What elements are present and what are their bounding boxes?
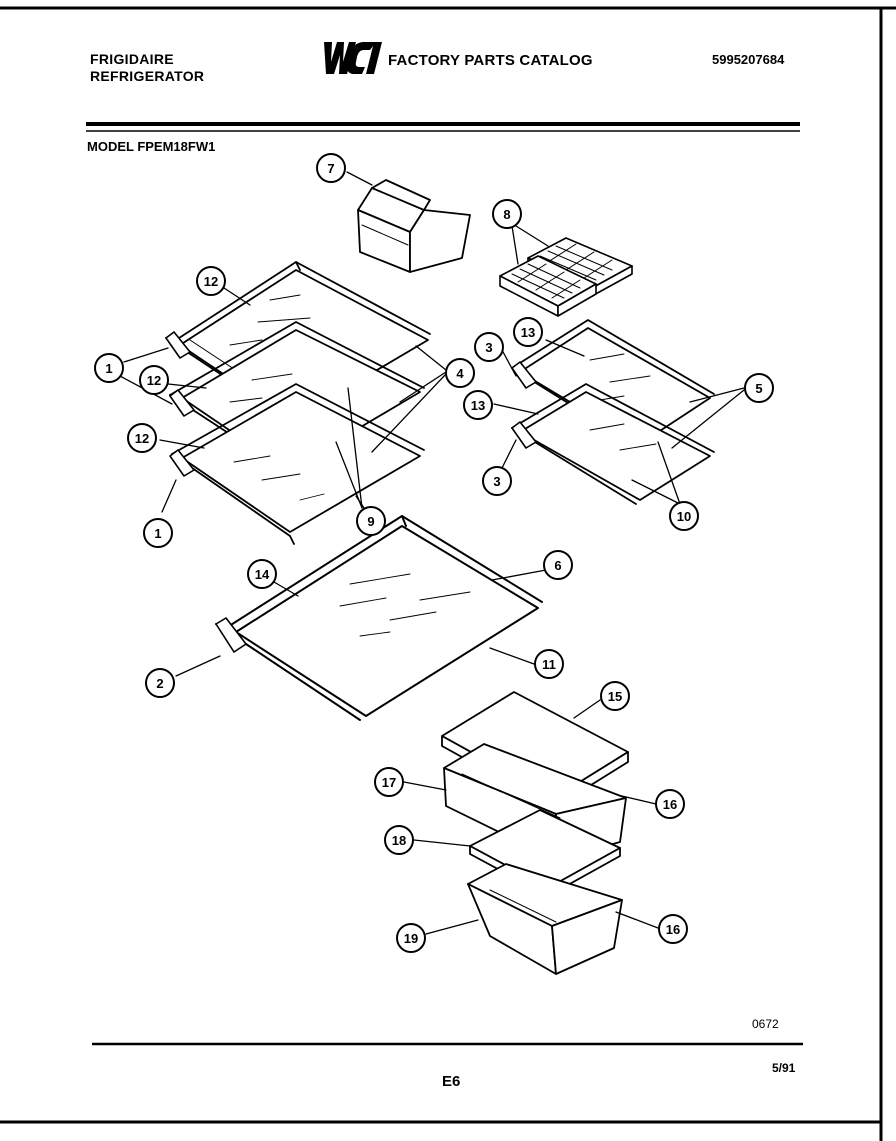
callout-label: 13	[471, 398, 485, 413]
page-number: E6	[442, 1073, 461, 1090]
wci-logo	[324, 42, 382, 74]
callout-label: 14	[255, 567, 270, 582]
callout-label: 5	[755, 381, 762, 396]
lower-drawer	[467, 863, 623, 975]
callout-label: 18	[392, 833, 406, 848]
model-number: MODEL FPEM18FW1	[87, 139, 216, 154]
callout-label: 12	[147, 373, 161, 388]
callout-label: 4	[456, 366, 464, 381]
callout-label: 11	[542, 657, 556, 672]
utility-bin	[357, 179, 471, 273]
product-type: REFRIGERATOR	[90, 68, 205, 84]
callout-label: 13	[521, 325, 535, 340]
callout-label: 12	[135, 431, 149, 446]
shelf-bracket-right	[511, 361, 537, 449]
callout-label: 15	[608, 689, 622, 704]
catalog-title: FACTORY PARTS CATALOG	[388, 52, 593, 69]
brand-name: FRIGIDAIRE	[90, 51, 174, 67]
callout-label: 17	[382, 775, 396, 790]
drawing-number: 0672	[752, 1017, 779, 1031]
header-rule	[86, 122, 800, 132]
callout-label: 9	[367, 514, 374, 529]
callout-label: 1	[105, 361, 112, 376]
large-glass-shelf	[215, 515, 543, 721]
shelf-bracket	[165, 331, 195, 477]
callout-label: 19	[404, 931, 418, 946]
left-shelf-bottom	[171, 383, 425, 545]
ice-tray-lower	[499, 255, 597, 317]
callout-label: 1	[154, 526, 161, 541]
callout-label: 12	[204, 274, 218, 289]
callout-label: 10	[677, 509, 691, 524]
page-border	[0, 6, 896, 1141]
callout-label: 7	[327, 161, 334, 176]
part-number: 5995207684	[712, 52, 785, 67]
callout-label: 2	[156, 676, 163, 691]
callout-label: 16	[663, 797, 677, 812]
revision-date: 5/91	[772, 1061, 796, 1075]
callout-label: 3	[485, 340, 492, 355]
callout-label: 8	[503, 207, 510, 222]
callout-label: 16	[666, 922, 680, 937]
callout-label: 3	[493, 474, 500, 489]
callout-label: 6	[554, 558, 561, 573]
